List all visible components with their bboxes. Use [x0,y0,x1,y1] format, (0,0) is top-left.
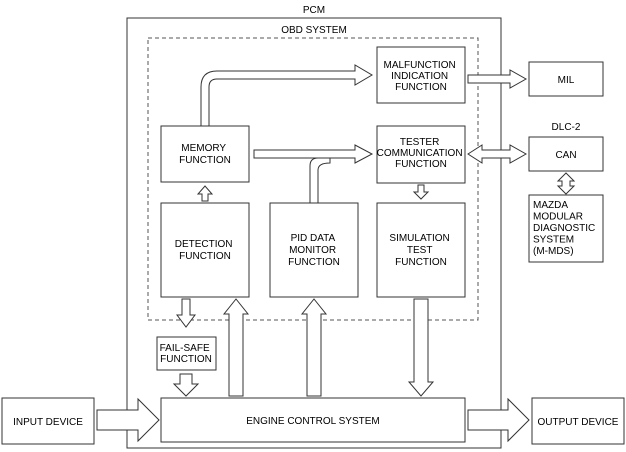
arrow-detection-to-memory [196,185,214,202]
arrow-detection-to-failsafe [176,298,196,328]
arrow-pid-to-tester [309,157,331,204]
tester-communication-label: TESTER COMMUNICATION FUNCTION [377,137,466,170]
mil-label: MIL [558,75,575,86]
fail-safe-label: FAIL-SAFE FUNCTION [160,343,213,365]
dlc-2-label: DLC-2 [552,122,581,133]
output-device-label: OUTPUT DEVICE [538,417,619,428]
arrow-tester-to-simulation [412,184,430,200]
pid-monitor-label: PID DATA MONITOR FUNCTION [288,233,340,268]
arrow-engine-to-output [467,397,530,443]
arrow-engine-to-pid [300,298,328,397]
pid-monitor-box [269,202,359,298]
arrow-engine-to-detection [222,298,250,397]
input-device-box [1,397,95,445]
arrow-failsafe-to-engine [172,373,200,397]
can-label: CAN [555,150,576,161]
arrow-memory-to-tester [253,144,374,164]
detection-function-label: DETECTION FUNCTION [175,239,236,262]
arrow-input-to-engine [96,397,160,443]
pcm-title: PCM [303,5,325,16]
simulation-test-label: SIMULATION TEST FUNCTION [389,233,452,268]
mazda-mds-label: MAZDA MODULAR DIAGNOSTIC SYSTEM (M-MDS) [533,200,598,257]
mazda-mds-box [528,194,604,263]
obd-system-title: OBD SYSTEM [281,25,347,36]
malfunction-indication-box [376,46,466,104]
mil-box [528,61,604,97]
engine-control-system-box [160,397,466,443]
memory-function-label: MEMORY FUNCTION [179,143,231,166]
arrow-tester-can-bidirectional [467,144,528,164]
simulation-test-box [376,202,466,298]
engine-control-system-label: ENGINE CONTROL SYSTEM [246,416,380,427]
arrow-memory-to-malfunction [200,64,373,127]
arrow-can-mds-bidirectional [556,172,576,195]
arrow-malfunction-to-mil [467,69,528,89]
can-box [528,136,604,172]
output-device-box [531,397,625,445]
memory-function-box [160,125,250,183]
tester-communication-box [376,125,466,184]
fail-safe-box [156,336,217,371]
detection-function-box [160,202,250,298]
arrow-simulation-to-engine [407,298,435,397]
input-device-label: INPUT DEVICE [13,417,83,428]
malfunction-indication-label: MALFUNCTION INDICATION FUNCTION [383,60,458,93]
